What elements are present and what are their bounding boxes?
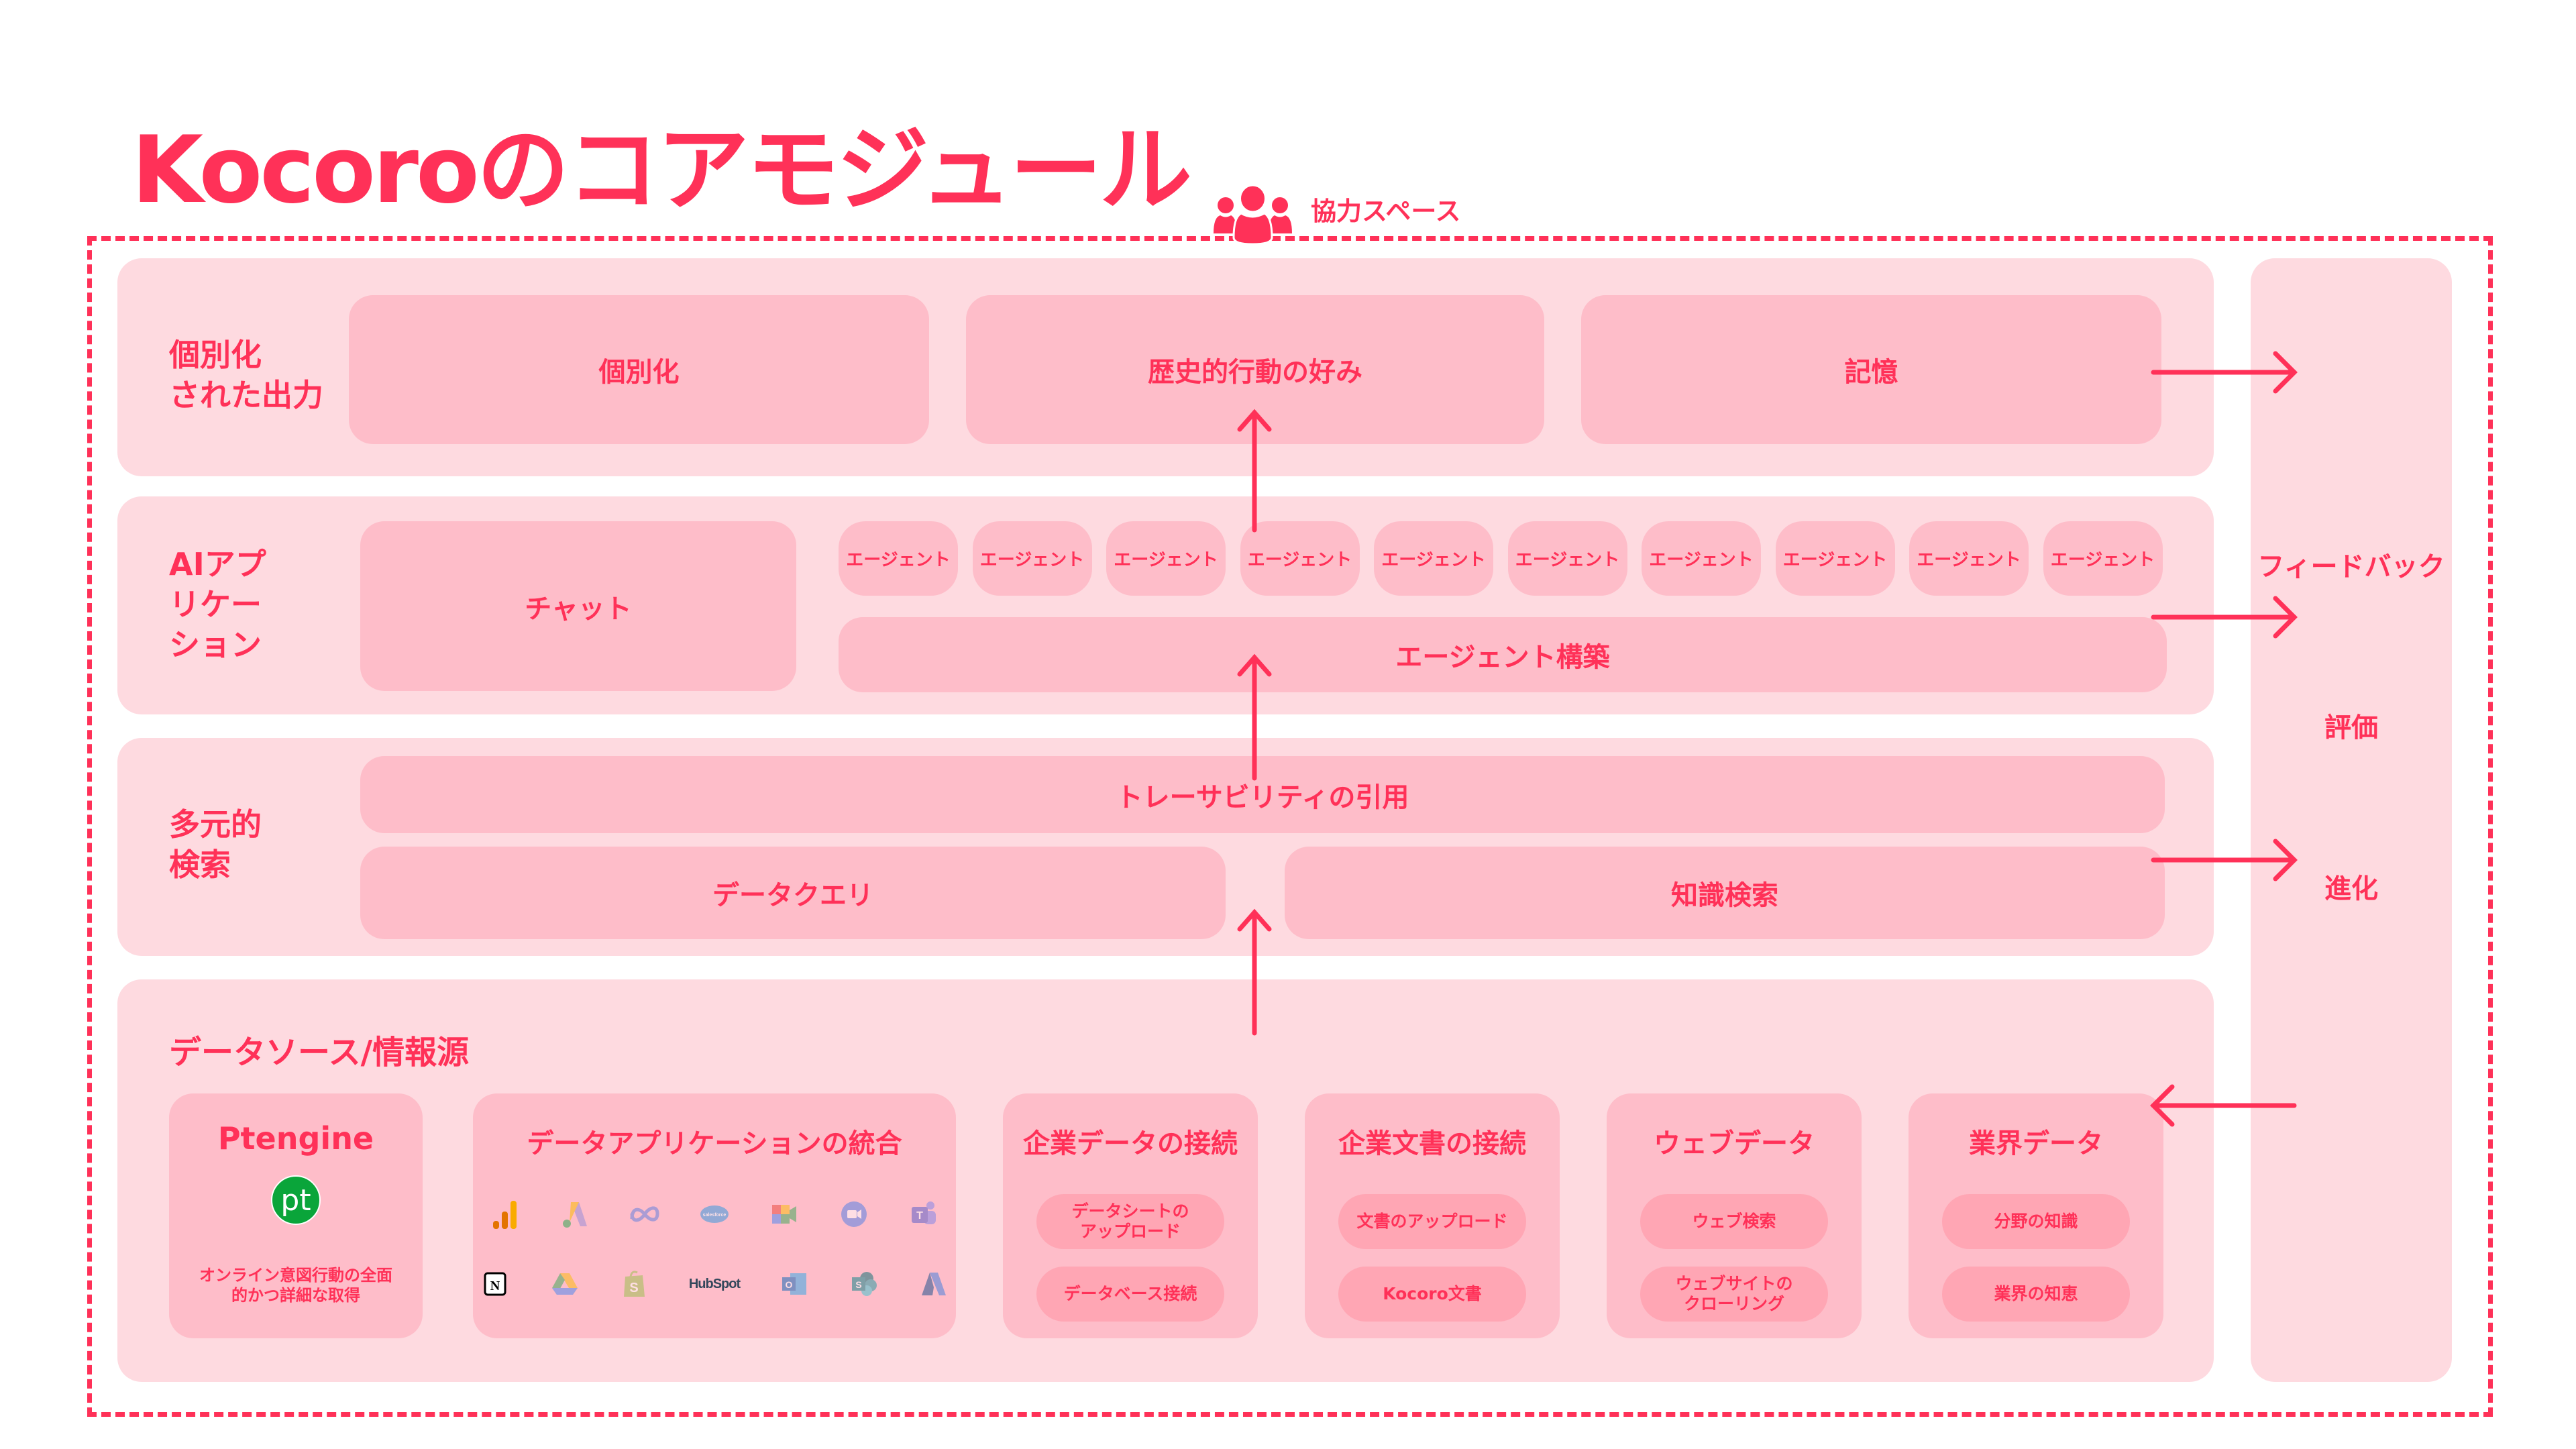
collaboration-space-frame: [87, 236, 2493, 1417]
feedback-item-evaluation: 評価: [2324, 712, 2378, 743]
card-web-data: ウェブデータウェブ検索ウェブサイトの クローリング: [1607, 1093, 1862, 1338]
module-knowledge-search: 知識検索: [1285, 847, 2165, 939]
layer-label-ai-applications: AIアプ リケー ション: [169, 546, 266, 663]
card-industry-data: 業界データ分野の知識業界の知恵: [1909, 1093, 2163, 1338]
agent-pill: エージェント: [1106, 521, 1226, 596]
agent-pill: エージェント: [1642, 521, 1761, 596]
feedback-item-evolution: 進化: [2324, 873, 2378, 904]
agent-pill: エージェント: [839, 521, 958, 596]
agent-pill: エージェント: [972, 521, 1092, 596]
teams-icon: T: [904, 1194, 944, 1234]
collaboration-space-text: 協力スペース: [1311, 196, 1461, 226]
source-item-pill: 文書のアップロード: [1338, 1194, 1526, 1249]
layer-label-multi-search: 多元的 検索: [169, 806, 262, 883]
meta-icon: [625, 1194, 665, 1234]
page-title: Kocoroのコアモジュール: [131, 116, 1192, 224]
source-item-pill: Kocoro文書: [1338, 1267, 1526, 1322]
card-ptengine: Ptengine pt オンライン意図行動の全面 的かつ詳細な取得: [169, 1093, 423, 1338]
users-group-icon: [1214, 185, 1292, 246]
azure-icon: [914, 1264, 954, 1304]
zoom-icon: [834, 1194, 874, 1234]
svg-text:N: N: [490, 1279, 500, 1293]
app-icons-row-2: N S HubSpot O S: [475, 1264, 954, 1304]
module-memory: 記憶: [1581, 295, 2161, 444]
hubspot-icon: HubSpot: [684, 1264, 745, 1304]
google-ads-icon: [555, 1194, 595, 1234]
module-agent-builder: エージェント構築: [839, 617, 2167, 692]
outlook-icon: O: [774, 1264, 814, 1304]
module-data-query: データクエリ: [360, 847, 1226, 939]
source-item-pill: データベース接続: [1036, 1267, 1224, 1322]
agent-pill: エージェント: [1909, 521, 2029, 596]
svg-text:T: T: [916, 1210, 923, 1222]
module-personalization: 個別化: [349, 295, 929, 444]
source-item-pill: データシートの アップロード: [1036, 1194, 1224, 1249]
ptengine-title: Ptengine: [217, 1120, 374, 1157]
layer-label-personalized-output: 個別化 された出力: [169, 337, 323, 413]
card-title: 業界データ: [1969, 1128, 2103, 1159]
svg-text:O: O: [786, 1279, 793, 1290]
module-chat: チャット: [360, 521, 796, 691]
card-title: ウェブデータ: [1654, 1128, 1815, 1159]
shopify-icon: S: [614, 1264, 655, 1304]
ptengine-logo-icon: pt: [271, 1175, 321, 1225]
layer-label-data-sources: データソース/情報源: [169, 1034, 470, 1071]
source-item-pill: ウェブ検索: [1640, 1194, 1828, 1249]
ptengine-description: オンライン意図行動の全面 的かつ詳細な取得: [199, 1266, 392, 1305]
agent-pill: エージェント: [2043, 521, 2163, 596]
card-enterprise-docs: 企業文書の接続文書のアップロード Kocoro文書: [1305, 1093, 1560, 1338]
card-app-integration: データアプリケーションの統合 salesforce T N S HubSpot …: [473, 1093, 956, 1338]
source-item-pill: 業界の知恵: [1942, 1267, 2130, 1322]
agent-pill: エージェント: [1240, 521, 1360, 596]
card-enterprise-data: 企業データの接続データシートの アップロードデータベース接続: [1003, 1093, 1258, 1338]
agent-pill: エージェント: [1507, 521, 1627, 596]
agent-pill: エージェント: [1775, 521, 1895, 596]
source-item-pill: ウェブサイトの クローリング: [1640, 1267, 1828, 1322]
card-title: 企業データの接続: [1023, 1128, 1238, 1159]
feedback-panel: [2251, 258, 2452, 1382]
app-integration-title: データアプリケーションの統合: [527, 1128, 902, 1159]
svg-text:S: S: [629, 1281, 638, 1295]
card-title: 企業文書の接続: [1338, 1128, 1526, 1159]
svg-text:S: S: [855, 1279, 861, 1290]
app-icons-row-1: salesforce T: [485, 1194, 944, 1234]
module-historical-preference: 歴史的行動の好み: [966, 295, 1544, 444]
ptengine-logo-text: pt: [280, 1183, 311, 1218]
svg-text:salesforce: salesforce: [703, 1213, 727, 1218]
hubspot-wordmark: HubSpot: [688, 1276, 741, 1291]
notion-icon: N: [475, 1264, 515, 1304]
module-traceability-citation: トレーサビリティの引用: [360, 756, 2165, 833]
sharepoint-icon: S: [844, 1264, 884, 1304]
google-drive-icon: [545, 1264, 585, 1304]
salesforce-icon: salesforce: [694, 1194, 735, 1234]
agent-pill: エージェント: [1374, 521, 1493, 596]
google-analytics-icon: [485, 1194, 525, 1234]
source-item-pill: 分野の知識: [1942, 1194, 2130, 1249]
collaboration-space-label: 協力スペース: [1211, 185, 1460, 246]
feedback-title: フィードバック: [2257, 551, 2445, 582]
google-meet-icon: [764, 1194, 804, 1234]
